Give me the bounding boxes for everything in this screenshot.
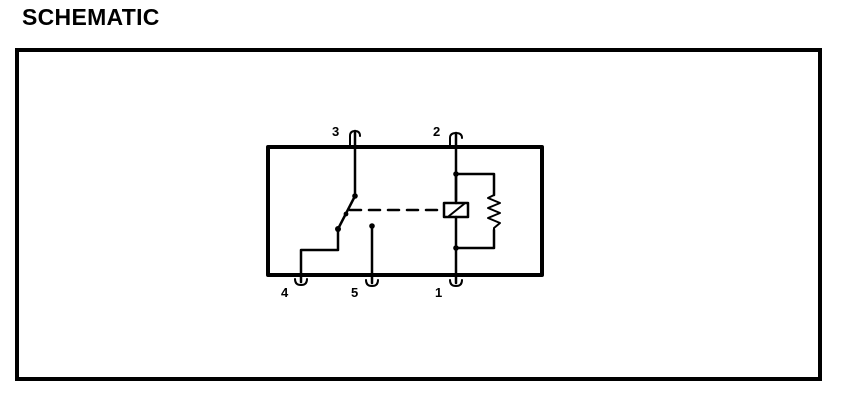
schematic-title: SCHEMATIC xyxy=(22,4,160,30)
pin-label-5: 5 xyxy=(351,285,358,300)
pin-label-2: 2 xyxy=(433,124,440,139)
terminal-3 xyxy=(349,129,361,198)
resistor xyxy=(487,194,501,231)
pin-label-4: 4 xyxy=(281,285,289,300)
diagram-frame xyxy=(15,48,822,381)
coil-wiring xyxy=(453,171,496,251)
pin-label-3: 3 xyxy=(332,124,339,139)
coil xyxy=(442,201,470,219)
terminal-4 xyxy=(294,227,340,286)
pin-label-1: 1 xyxy=(435,285,442,300)
terminal-1 xyxy=(449,246,463,287)
relay-body xyxy=(266,145,544,277)
switch-contact xyxy=(335,193,358,232)
terminal-5 xyxy=(365,223,379,287)
